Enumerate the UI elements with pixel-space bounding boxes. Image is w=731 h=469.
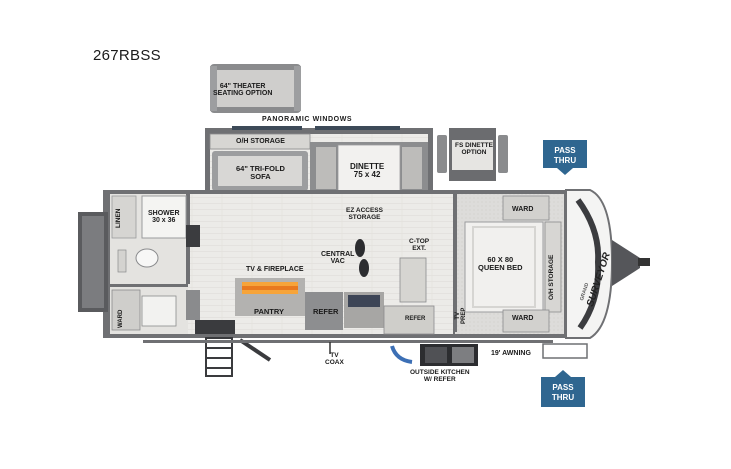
linen-label: LINEN — [115, 208, 122, 229]
oh-storage-left-label: O/H STORAGE — [236, 138, 285, 145]
theater-seating-label: 64" THEATER SEATING OPTION — [213, 83, 273, 98]
ward-bottom-label: WARD — [512, 315, 534, 322]
shower-label: SHOWER 30 x 36 — [148, 210, 180, 225]
fs-dinette-label: FS DINETTE OPTION — [455, 142, 493, 156]
tv-coax-label: TV COAX — [325, 352, 344, 366]
tv-fireplace-label: TV & FIREPLACE — [246, 266, 304, 273]
oh-storage-right-label: O/H STORAGE — [548, 254, 555, 300]
ctop-ext-label: C-TOP EXT. — [409, 238, 430, 252]
central-vac-label: CENTRAL VAC — [321, 251, 355, 266]
sofa-label: 64" TRI-FOLD SOFA — [236, 164, 285, 181]
ez-access-storage-label: EZ ACCESS STORAGE — [346, 207, 383, 221]
queen-bed-label: 60 X 80 QUEEN BED — [478, 255, 523, 272]
fs-dinette-option — [437, 128, 508, 181]
theater-seating-option — [210, 64, 301, 113]
ward-top-label: WARD — [512, 206, 534, 213]
pantry-label: PANTRY — [254, 307, 284, 316]
model-number: 267RBSS — [93, 47, 161, 64]
refer-label: REFER — [313, 307, 339, 316]
pass-thru-bottom-badge: PASS THRU — [541, 370, 585, 407]
outside-kitchen-label: OUTSIDE KITCHEN W/ REFER — [410, 369, 470, 383]
ward-left-label: WARD — [118, 309, 124, 328]
pass-thru-top-badge: PASS THRU — [543, 140, 587, 175]
dinette-label: DINETTE 75 x 42 — [350, 162, 385, 180]
awning-label: 19' AWNING — [491, 350, 531, 357]
refer-small-label: REFER — [405, 316, 426, 322]
panoramic-windows-label: PANORAMIC WINDOWS — [262, 116, 353, 123]
tv-prep-label: TV PREP — [455, 307, 468, 324]
